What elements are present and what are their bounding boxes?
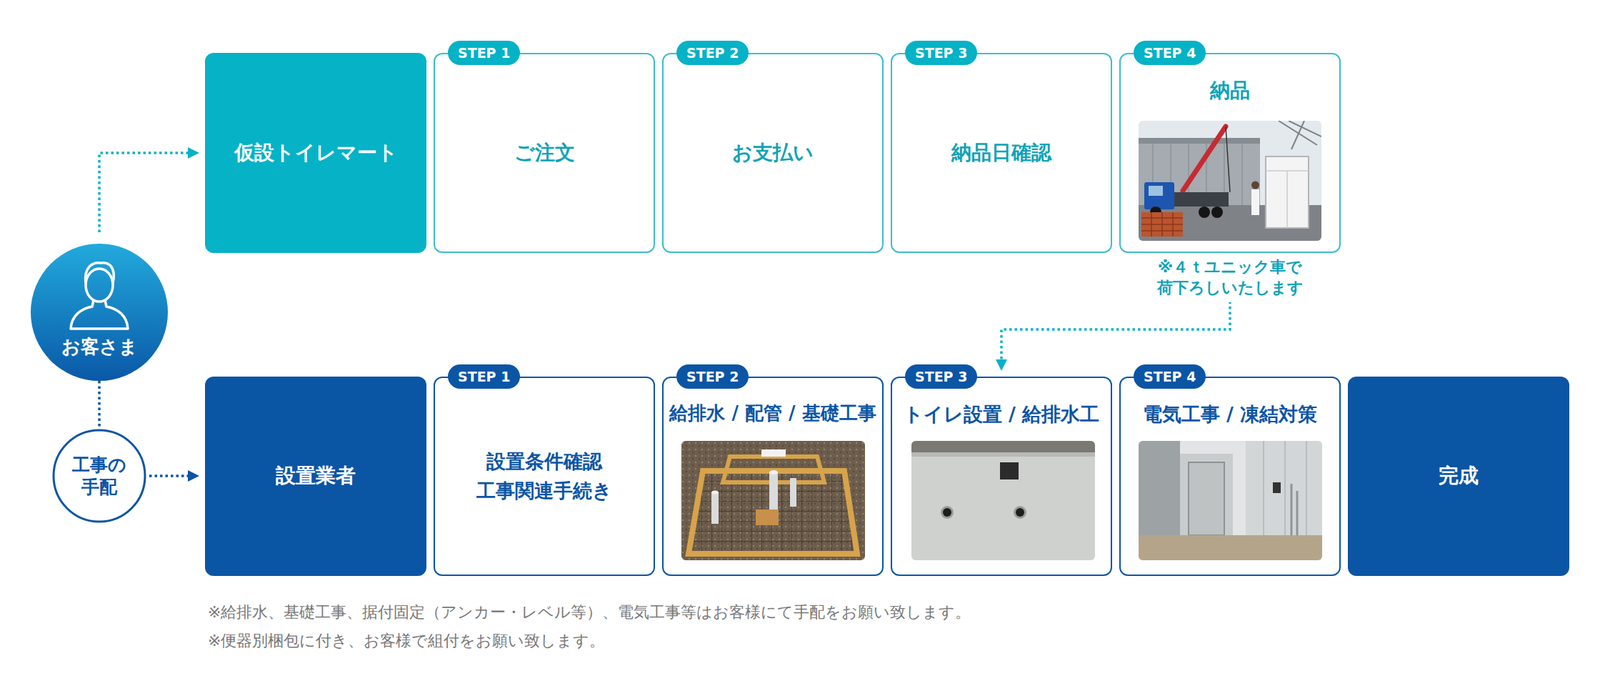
customer-circle: お客さま xyxy=(30,243,168,381)
box-title: 設置業者 xyxy=(275,462,356,489)
arrangement-circle: 工事の 手配 xyxy=(52,428,147,523)
box-title: 給排水 / 配管 / 基礎工事 xyxy=(669,401,876,426)
delivery-note: ※４ｔユニック車で 荷下ろしいたします xyxy=(1137,252,1323,303)
delivery-photo xyxy=(1138,120,1322,241)
dotted-connector xyxy=(99,147,200,233)
step-label: STEP 2 xyxy=(686,44,739,63)
step-label: STEP 1 xyxy=(457,367,510,386)
foundation-photo xyxy=(681,440,865,560)
step-label: STEP 1 xyxy=(457,44,510,63)
box-title: 電気工事 / 凍結対策 xyxy=(1142,401,1318,427)
step-box: ご注文STEP 1 xyxy=(433,52,655,253)
installer-box: 設置業者 xyxy=(205,376,427,576)
footnote: ※便器別梱包に付き、お客様で組付をお願い致します。 xyxy=(207,630,605,652)
step-tab: STEP 2 xyxy=(676,364,749,389)
arrow-head xyxy=(187,470,200,482)
arrow-head xyxy=(995,359,1008,371)
box-title: トイレ設置 / 給排水工 xyxy=(903,401,1100,427)
box-title: 納品日確認 xyxy=(951,140,1052,166)
step-box: 設置条件確認 工事関連手続きSTEP 1 xyxy=(433,376,655,576)
step-box: 給排水 / 配管 / 基礎工事STEP 2 xyxy=(662,376,884,576)
electrical-photo xyxy=(1138,440,1323,560)
step-tab: STEP 3 xyxy=(905,40,978,65)
slab-photo xyxy=(911,440,1095,560)
box-title: お支払い xyxy=(732,140,814,166)
box-title: 納品 xyxy=(1210,77,1250,104)
step-tab: STEP 2 xyxy=(676,40,749,65)
circle-outline xyxy=(52,428,147,523)
step-box: 納品STEP 4 xyxy=(1119,52,1341,253)
footnote: ※給排水、基礎工事、据付固定（アンカー・レベル等）、電気工事等はお客様にて手配を… xyxy=(207,602,971,623)
company-box: 仮設トイレマート xyxy=(205,52,427,253)
step-label: STEP 4 xyxy=(1143,44,1196,63)
circle-shape xyxy=(53,430,145,522)
step-box: 電気工事 / 凍結対策STEP 4 xyxy=(1119,376,1341,576)
step-tab: STEP 1 xyxy=(447,364,520,389)
step-label: STEP 3 xyxy=(915,44,968,63)
step-label: STEP 3 xyxy=(915,367,968,386)
box-title: ご注文 xyxy=(514,140,575,166)
circle-outline xyxy=(30,243,168,381)
step-box: トイレ設置 / 給排水工STEP 3 xyxy=(890,376,1113,576)
dotted-connector xyxy=(149,470,200,482)
box-title: お客さま xyxy=(61,335,138,360)
dotted-line xyxy=(99,152,190,233)
step-label: STEP 4 xyxy=(1143,367,1196,386)
step-tab: STEP 4 xyxy=(1133,364,1206,389)
arrow-head xyxy=(187,147,200,159)
step-box: 納品日確認STEP 3 xyxy=(890,52,1113,253)
box-title: 設置条件確認 工事関連手続き xyxy=(440,447,648,505)
step-tab: STEP 4 xyxy=(1133,40,1206,65)
step-tab: STEP 1 xyxy=(447,40,520,65)
box-title: 完成 xyxy=(1438,462,1479,489)
complete-box: 完成 xyxy=(1347,376,1570,576)
step-label: STEP 2 xyxy=(686,367,739,386)
step-tab: STEP 3 xyxy=(905,364,978,389)
dotted-line xyxy=(149,474,190,478)
box-title: 工事の 手配 xyxy=(63,453,135,499)
step-box: お支払いSTEP 2 xyxy=(662,52,884,253)
circle-shape xyxy=(30,243,168,381)
dotted-connector xyxy=(99,380,100,429)
box-title: 仮設トイレマート xyxy=(234,140,398,166)
dotted-line xyxy=(97,380,101,429)
